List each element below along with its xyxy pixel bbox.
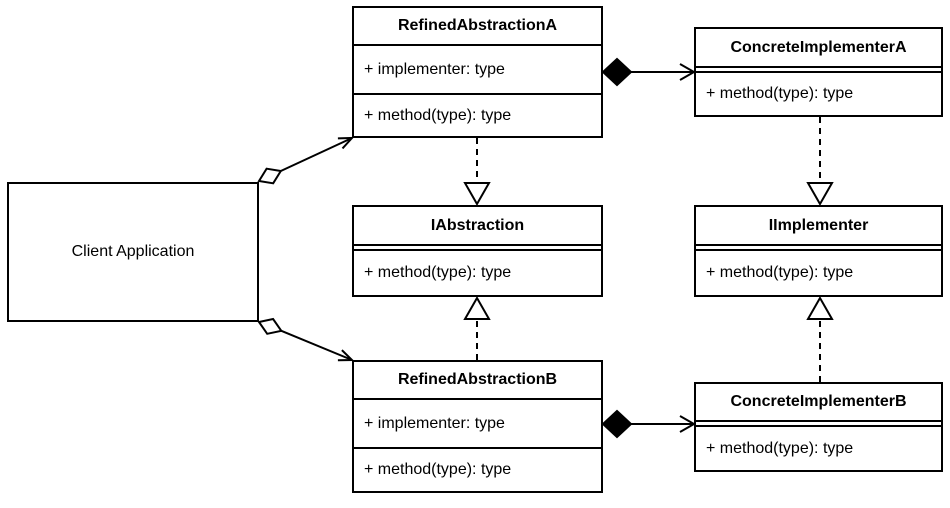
- class-refined-abstraction-a: RefinedAbstractionA + implementer: type …: [352, 6, 603, 138]
- hollow-triangle-icon: [463, 182, 491, 207]
- method-label: + method(type): type: [706, 439, 854, 457]
- method-label: + method(type): type: [364, 461, 512, 478]
- methods-compartment: + method(type): type: [354, 95, 601, 136]
- class-name-label: ConcreteImplementerA: [696, 29, 941, 68]
- realization-concrete-implementer-a-to-iimplementer: [806, 117, 834, 207]
- class-client-application: Client Application: [7, 182, 259, 322]
- method-label: + method(type): type: [364, 106, 512, 124]
- attribute-label: + implementer: type: [364, 414, 505, 432]
- class-iabstraction: IAbstraction + method(type): type: [352, 205, 603, 297]
- class-name-label: ConcreteImplementerB: [696, 384, 941, 422]
- open-diamond-icon: [257, 167, 283, 185]
- attributes-compartment: + implementer: type: [354, 400, 601, 449]
- attributes-compartment-empty: [696, 246, 941, 251]
- class-name-label: IImplementer: [696, 207, 941, 246]
- method-label: + method(type): type: [706, 85, 854, 102]
- hollow-triangle-icon: [463, 295, 491, 320]
- open-arrowhead-icon: [337, 136, 355, 150]
- open-arrowhead-icon: [337, 349, 355, 362]
- hollow-triangle-icon: [806, 295, 834, 320]
- class-name-label: Client Application: [71, 243, 195, 260]
- realization-refined-abstraction-b-to-iabstraction: [463, 295, 491, 360]
- methods-compartment: + method(type): type: [354, 449, 601, 491]
- class-iimplementer: IImplementer + method(type): type: [694, 205, 943, 297]
- hollow-triangle-icon: [806, 182, 834, 207]
- attributes-compartment-empty: [696, 68, 941, 73]
- class-refined-abstraction-b: RefinedAbstractionB + implementer: type …: [352, 360, 603, 493]
- attributes-compartment-empty: [354, 246, 601, 251]
- methods-compartment: + method(type): type: [696, 251, 941, 295]
- methods-compartment: + method(type): type: [354, 251, 601, 295]
- composition-refined-abstraction-a-to-concrete-implementer-a: [601, 57, 697, 87]
- class-concrete-implementer-b: ConcreteImplementerB + method(type): typ…: [694, 382, 943, 472]
- class-name-label: IAbstraction: [354, 207, 601, 246]
- open-arrowhead-icon: [679, 415, 697, 433]
- filled-diamond-icon: [601, 409, 633, 439]
- realization-concrete-implementer-b-to-iimplementer: [806, 295, 834, 382]
- attributes-compartment: + implementer: type: [354, 46, 601, 95]
- class-name-label: RefinedAbstractionB: [354, 362, 601, 400]
- open-arrowhead-icon: [679, 63, 697, 81]
- aggregation-line-top: [280, 137, 353, 172]
- aggregation-client-to-refined-abstraction-b: [257, 317, 355, 362]
- realization-refined-abstraction-a-to-iabstraction: [463, 138, 491, 207]
- attribute-label: + implementer: type: [364, 60, 505, 78]
- aggregation-line-bottom: [280, 329, 353, 361]
- open-diamond-icon: [257, 317, 283, 335]
- aggregation-client-to-refined-abstraction-a: [257, 136, 355, 185]
- method-label: + method(type): type: [364, 264, 512, 281]
- method-label: + method(type): type: [706, 264, 854, 281]
- filled-diamond-icon: [601, 57, 633, 87]
- methods-compartment: + method(type): type: [696, 427, 941, 470]
- class-name-label: RefinedAbstractionA: [354, 8, 601, 46]
- methods-compartment: + method(type): type: [696, 73, 941, 115]
- attributes-compartment-empty: [696, 422, 941, 427]
- class-concrete-implementer-a: ConcreteImplementerA + method(type): typ…: [694, 27, 943, 117]
- composition-refined-abstraction-b-to-concrete-implementer-b: [601, 409, 697, 439]
